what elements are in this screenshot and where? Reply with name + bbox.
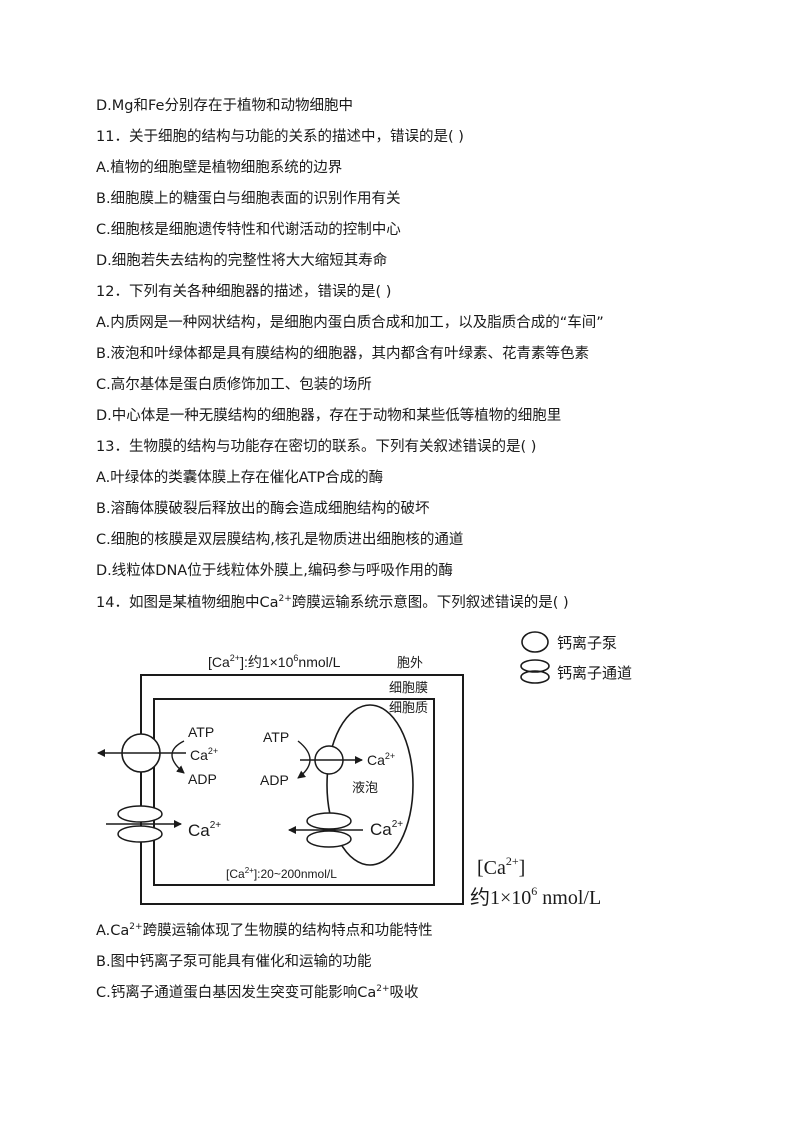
q11-option-c: C.细胞核是细胞遗传特性和代谢活动的控制中心	[96, 222, 401, 238]
pump-atp-label: ATP	[188, 724, 214, 740]
q14-option-b: B.图中钙离子泵可能具有催化和运输的功能	[96, 954, 372, 970]
cytoplasm-label: 细胞质	[389, 701, 428, 716]
q12-option-c: C.高尔基体是蛋白质修饰加工、包装的场所	[96, 377, 372, 393]
q14-option-a-pre: A.Ca	[96, 923, 130, 939]
vacuole-pump-atp-adp-curve	[297, 740, 311, 779]
vacuole-pump-ca-label: Ca2+	[367, 751, 395, 768]
legend-pump-symbol	[521, 631, 549, 653]
q11-option-b: B.细胞膜上的糖蛋白与细胞表面的识别作用有关	[96, 191, 401, 207]
q11-option-a: A.植物的细胞壁是植物细胞系统的边界	[96, 160, 343, 176]
q14-option-c-pre: C.钙离子通道蛋白基因发生突变可能影响Ca	[96, 985, 377, 1001]
membrane-channel-top	[117, 805, 163, 823]
vacuole-ca-bracket: [Ca2+]	[477, 854, 525, 879]
membrane-channel-bottom	[117, 825, 163, 843]
q13-option-c: C.细胞的核膜是双层膜结构,核孔是物质进出细胞核的通道	[96, 532, 464, 548]
q14-stem-post: 跨膜运输系统示意图。下列叙述错误的是( )	[291, 595, 569, 611]
q12-option-d: D.中心体是一种无膜结构的细胞器，存在于动物和某些低等植物的细胞里	[96, 408, 562, 424]
option-d-q10: D.Mg和Fe分别存在于植物和动物细胞中	[96, 98, 353, 114]
question-12-stem: 12．下列有关各种细胞器的描述，错误的是( )	[96, 284, 392, 300]
vacuole-label: 液泡	[352, 781, 378, 796]
q14-option-c-sup: 2+	[376, 984, 390, 994]
q14-option-a-post: 跨膜运输体现了生物膜的结构特点和功能特性	[142, 923, 433, 939]
pump-adp-label: ADP	[188, 771, 217, 787]
q14-option-a: A.Ca2+跨膜运输体现了生物膜的结构特点和功能特性	[96, 921, 433, 941]
question-14-stem: 14．如图是某植物细胞中Ca2+跨膜运输系统示意图。下列叙述错误的是( )	[96, 593, 569, 613]
vacuole-atp-label: ATP	[263, 729, 289, 745]
outside-ca-concentration: [Ca2+]:约1×106nmol/L	[208, 653, 341, 670]
question-11-stem: 11．关于细胞的结构与功能的关系的描述中，错误的是( )	[96, 129, 464, 145]
question-13-stem: 13．生物膜的结构与功能存在密切的联系。下列有关叙述错误的是( )	[96, 439, 537, 455]
q12-option-a: A.内质网是一种网状结构，是细胞内蛋白质合成和加工，以及脂质合成的“车间”	[96, 315, 604, 331]
cytoplasm-ca-concentration: [Ca2+]:20~200nmol/L	[226, 866, 337, 881]
vacuole-channel-top	[306, 812, 352, 830]
extracellular-label: 胞外	[397, 656, 423, 671]
cell-membrane-label: 细胞膜	[389, 681, 428, 696]
legend-channel-symbol-bottom	[520, 670, 550, 684]
q13-option-b: B.溶酶体膜破裂后释放出的酶会造成细胞结构的破坏	[96, 501, 430, 517]
q14-option-c-post: 吸收	[389, 985, 419, 1001]
pump-atp-adp-curve	[171, 740, 185, 774]
vacuole-adp-label: ADP	[260, 772, 289, 788]
vacuole-channel-bottom	[306, 830, 352, 848]
q12-option-b: B.液泡和叶绿体都是具有膜结构的细胞器，其内都含有叶绿素、花青素等色素	[96, 346, 590, 362]
q14-stem-pre: 14．如图是某植物细胞中Ca	[96, 595, 279, 611]
legend-channel-symbol-top	[520, 659, 550, 673]
q13-option-a: A.叶绿体的类囊体膜上存在催化ATP合成的酶	[96, 470, 384, 486]
vacuole-ca-value: 约1×106 nmol/L	[470, 884, 601, 909]
vacuole	[326, 704, 414, 866]
channel-ca-label: Ca2+	[188, 820, 221, 840]
pump-ca-label: Ca2+	[190, 746, 218, 763]
cell-outer-boundary	[140, 674, 464, 905]
q14-option-a-sup: 2+	[129, 922, 143, 932]
q14-option-c: C.钙离子通道蛋白基因发生突变可能影响Ca2+吸收	[96, 983, 419, 1003]
legend-channel-label: 钙离子通道	[557, 664, 632, 682]
legend: 钙离子泵 钙离子通道	[520, 631, 632, 684]
legend-pump-label: 钙离子泵	[557, 634, 617, 652]
q11-option-d: D.细胞若失去结构的完整性将大大缩短其寿命	[96, 253, 388, 269]
vacuole-channel-ca-label: Ca2+	[370, 819, 403, 839]
q14-stem-sup: 2+	[278, 594, 292, 604]
cell-membrane	[153, 698, 435, 886]
q13-option-d: D.线粒体DNA位于线粒体外膜上,编码参与呼吸作用的酶	[96, 563, 453, 579]
